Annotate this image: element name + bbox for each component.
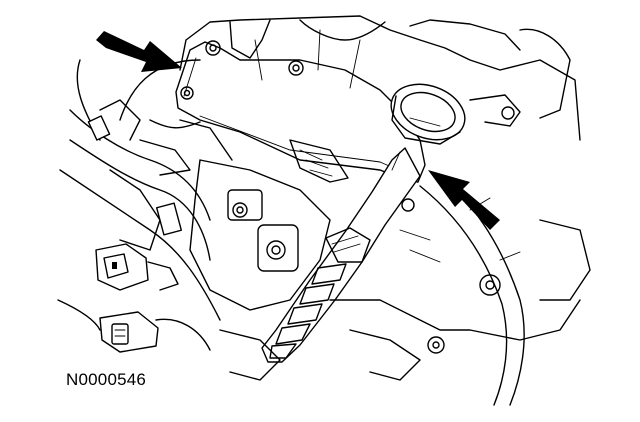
- oil-filler-neck: [390, 83, 466, 145]
- lower-casting: [219, 219, 591, 381]
- wiring-harness: [59, 99, 233, 321]
- dipstick-handle: [261, 147, 421, 363]
- engine-block-background: [76, 15, 581, 141]
- right-arrow: [428, 170, 500, 230]
- electrical-connector-lower: [57, 299, 211, 353]
- block-bosses: [189, 159, 501, 354]
- figure-reference-code: N0000546: [66, 370, 147, 389]
- front-cover-plate: [175, 40, 426, 183]
- upper-left-arrow: [96, 31, 182, 72]
- electrical-connector-upper: [95, 243, 179, 291]
